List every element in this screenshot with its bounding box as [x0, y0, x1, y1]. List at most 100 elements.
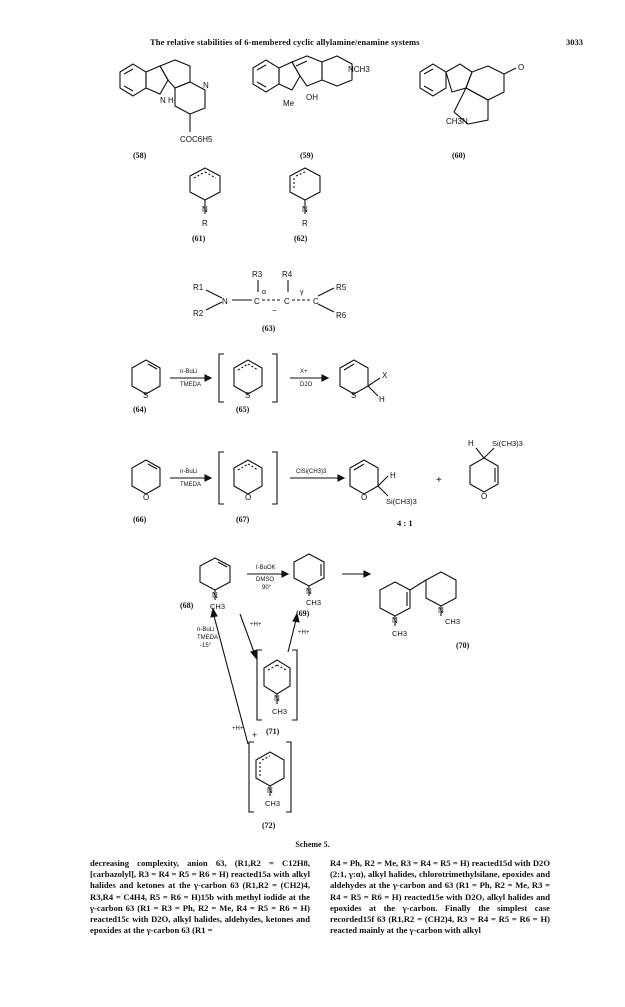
atom-label: N [392, 616, 398, 625]
reagent-label: n-BuLi [180, 369, 197, 375]
reagent-label: DMSO [256, 577, 274, 583]
atom-label: OH [306, 93, 318, 102]
arrow-head [250, 649, 258, 660]
paragraph: decreasing complexity, anion 63, (R1,R2 … [90, 858, 310, 936]
reagent-label: +H+ [250, 622, 262, 628]
compound-label: (66) [133, 515, 147, 524]
scheme-caption: Scheme 5. [295, 840, 330, 849]
structure-69 [293, 553, 325, 596]
arrow-head [204, 474, 213, 482]
atom-label: − [272, 306, 277, 315]
reagent-label: n-BuLi [180, 469, 197, 475]
reagent-label: X+ [300, 369, 308, 375]
reagent-label: TMEDA [180, 482, 201, 488]
structure-58 [119, 59, 206, 132]
atom-label: CH3N [446, 117, 468, 126]
compound-label: (63) [262, 324, 276, 333]
reagent-label: +H+ [232, 726, 244, 732]
structure-62 [289, 167, 321, 214]
structure-product-66b [469, 447, 499, 493]
structure-66 [131, 459, 161, 495]
atom-label: R [202, 219, 208, 228]
text-column-right: R4 = Ph, R2 = Me, R3 = R4 = R5 = H) reac… [330, 858, 550, 936]
atom-label: N [202, 205, 208, 214]
atom-label: α [262, 289, 266, 296]
atom-label: O [143, 493, 149, 502]
atom-label: CH3 [272, 707, 287, 716]
structure-65 [218, 353, 278, 403]
atom-label: N [274, 694, 280, 703]
arrow-head [292, 612, 300, 623]
atom-label: CH3 [392, 629, 407, 638]
reagent-label: +H+ [298, 630, 310, 636]
reaction-arrow [287, 619, 297, 653]
reagent-label: n-BuLi [197, 627, 214, 633]
arrow-head [363, 570, 372, 578]
atom-label: R6 [336, 311, 347, 320]
atom-label: N [302, 205, 308, 214]
compound-label: (61) [192, 234, 206, 243]
product-ratio: 4 : 1 [397, 518, 413, 528]
atom-label: Me [283, 99, 295, 108]
atom-label: R5 [336, 283, 347, 292]
reagent-label: -15° [200, 643, 212, 649]
reagent-label: 90° [262, 585, 272, 591]
arrow-head [204, 374, 213, 382]
structure-67 [218, 451, 278, 505]
page-header: The relative stabilities of 6-membered c… [0, 37, 625, 51]
atom-label: Si(CH3)3 [492, 439, 523, 448]
structure-product-66a [349, 459, 389, 497]
atom-label: CH3 [445, 617, 460, 626]
atom-label: N [203, 81, 209, 90]
structure-68 [199, 557, 231, 600]
compound-label: (67) [236, 515, 250, 524]
atom-label: X [382, 371, 388, 380]
structure-59 [252, 55, 353, 93]
atom-label: H [390, 471, 396, 480]
running-title: The relative stabilities of 6-membered c… [150, 37, 420, 47]
atom-label: R4 [282, 270, 293, 279]
atom-label: N [222, 297, 228, 306]
compound-label: (72) [262, 821, 276, 830]
reagent-label: t-BuOK [256, 565, 276, 571]
structure-64 [131, 359, 161, 395]
atom-label: S [245, 391, 250, 400]
atom-label: O [361, 493, 367, 502]
compound-label: (60) [452, 151, 466, 160]
reagent-label: D2O [300, 382, 313, 388]
atom-label: CH3 [210, 602, 225, 611]
paragraph: R4 = Ph, R2 = Me, R3 = R4 = R5 = H) reac… [330, 858, 550, 936]
compound-label: (59) [300, 151, 314, 160]
structure-product-64 [339, 359, 381, 397]
reagent-label: TMEDA [180, 382, 201, 388]
atom-label: N [212, 591, 218, 600]
compound-label: (69) [296, 609, 310, 618]
atom-label: N [267, 786, 273, 795]
structure-63 [205, 280, 335, 313]
atom-label: H [379, 395, 385, 404]
page-number: 3033 [566, 37, 583, 47]
reagent-label: TMEDA [197, 635, 218, 641]
arrow-head [281, 570, 290, 578]
atom-label: O [245, 493, 251, 502]
compound-label: (68) [180, 601, 194, 610]
atom-label: R [302, 219, 308, 228]
atom-label: COC6H5 [180, 135, 213, 144]
atom-label: γ [300, 289, 304, 296]
atom-label: C [284, 297, 290, 306]
structure-72 [248, 741, 292, 813]
atom-label: O [481, 492, 487, 501]
structure-61 [189, 167, 221, 214]
atom-label: Si(CH3)3 [386, 497, 417, 506]
compound-label: (70) [456, 641, 470, 650]
atom-label: N [306, 587, 312, 596]
atom-label: CH3 [265, 799, 280, 808]
atom-label: CH3 [306, 598, 321, 607]
atom-label: N H [160, 96, 174, 105]
plus-sign: + [252, 730, 257, 740]
compound-label: (58) [133, 151, 147, 160]
text-column-left: decreasing complexity, anion 63, (R1,R2 … [90, 858, 310, 936]
reaction-arrow [239, 613, 255, 653]
reaction-arrow [213, 615, 249, 745]
atom-label: N [438, 606, 444, 615]
